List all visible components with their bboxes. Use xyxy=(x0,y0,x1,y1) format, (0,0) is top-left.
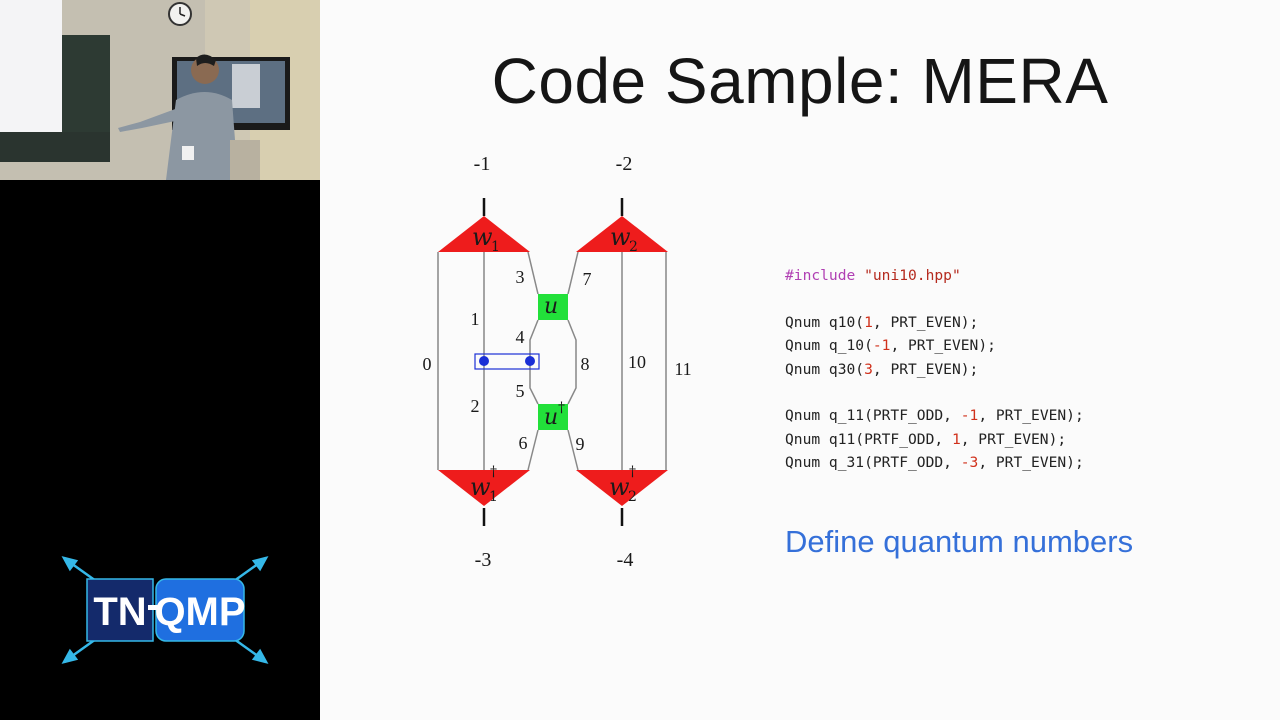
code-blank-line xyxy=(785,287,1084,310)
tensor-u-dagger xyxy=(538,404,568,430)
bond-label-2: 2 xyxy=(471,396,480,416)
bond-label-7: 7 xyxy=(583,269,592,289)
code-number: 1 xyxy=(951,430,961,448)
slide-title: Code Sample: MERA xyxy=(491,45,1109,117)
contraction-dot-right xyxy=(525,356,535,366)
bond-label-8: 8 xyxy=(581,354,590,374)
code-line-q10: Qnum q10(1, PRT_EVEN); xyxy=(785,311,1084,334)
bond-3 xyxy=(527,251,539,295)
tensor-w2-subscript: 2 xyxy=(629,239,638,255)
tensor-u-label: u xyxy=(544,294,558,319)
bond-8 xyxy=(567,319,577,405)
bond-label-11: 11 xyxy=(674,359,691,379)
code-directive: #include xyxy=(785,267,856,284)
bond-9 xyxy=(567,429,579,471)
contraction-dot-left xyxy=(479,356,489,366)
tensor-w2 xyxy=(576,216,668,252)
bond-6 xyxy=(527,429,539,471)
top-label-2: -2 xyxy=(616,153,633,175)
code-text: Qnum q_10( xyxy=(785,337,873,355)
logo-text-right: QMP xyxy=(154,590,245,634)
mera-tensor-diagram: -1 -2 -3 -4 xyxy=(423,153,692,571)
tensor-w1-dagger xyxy=(438,470,530,506)
code-text: Qnum q_11(PRTF_ODD, xyxy=(785,407,961,425)
tensor-w1-dagger-sup: † xyxy=(490,464,497,480)
code-text: , PRT_EVEN); xyxy=(978,454,1084,472)
logo-graphic: TN QMP xyxy=(61,556,269,664)
code-text: , PRT_EVEN); xyxy=(960,430,1067,448)
tensor-w2-dagger-subscript: 2 xyxy=(628,489,637,505)
bottom-label-2: -4 xyxy=(617,549,634,571)
code-text: , PRT_EVEN); xyxy=(872,360,979,378)
bond-label-3: 3 xyxy=(516,267,525,287)
presenter-video-frame xyxy=(0,0,320,180)
code-number: 1 xyxy=(864,313,873,331)
code-text: Qnum q11(PRTF_ODD, xyxy=(785,430,952,448)
tensor-u-dagger-sup: † xyxy=(558,400,565,416)
tensor-u-dagger-label: u xyxy=(544,405,558,430)
tensor-w2-dagger-label: w xyxy=(609,473,630,501)
code-line-q11: Qnum q11(PRTF_ODD, 1, PRT_EVEN); xyxy=(785,428,1084,451)
bond-label-6: 6 xyxy=(519,433,528,453)
code-number: -3 xyxy=(960,454,979,472)
tensor-w2-label: w xyxy=(610,223,631,251)
code-line-q_11: Qnum q_11(PRTF_ODD, -1, PRT_EVEN); xyxy=(785,404,1084,427)
code-text: , PRT_EVEN); xyxy=(872,313,979,331)
presenter-camera-feed xyxy=(0,0,320,180)
bond-label-1: 1 xyxy=(471,309,480,329)
code-number: 3 xyxy=(864,360,873,378)
bond-label-10: 10 xyxy=(628,352,646,372)
code-include-string: "uni10.hpp" xyxy=(864,267,961,284)
tensor-w1-label: w xyxy=(472,223,493,251)
bond-label-5: 5 xyxy=(516,381,525,401)
tensor-w1-subscript: 1 xyxy=(491,239,500,255)
contraction-box xyxy=(474,353,540,370)
code-blank-line xyxy=(785,381,1084,404)
code-sample: #include "uni10.hpp"Qnum q10(1, PRT_EVEN… xyxy=(785,264,1084,475)
code-text: , PRT_EVEN); xyxy=(978,407,1084,425)
tensor-w1-dagger-subscript: 1 xyxy=(489,489,498,505)
bottom-label-1: -3 xyxy=(475,549,492,571)
tensor-w2-dagger xyxy=(576,470,668,506)
code-text: , PRT_EVEN); xyxy=(890,337,996,355)
bond-label-9: 9 xyxy=(576,434,585,454)
code-number: -1 xyxy=(872,337,891,355)
code-number: -1 xyxy=(960,407,979,425)
code-line-include: #include "uni10.hpp" xyxy=(785,264,1084,287)
bond-7 xyxy=(567,251,579,295)
tensor-w1 xyxy=(438,216,530,252)
code-text: Qnum q_31(PRTF_ODD, xyxy=(785,454,961,472)
code-line-q30: Qnum q30(3, PRT_EVEN); xyxy=(785,358,1084,381)
code-line-q_10: Qnum q_10(-1, PRT_EVEN); xyxy=(785,334,1084,357)
tensor-w1-dagger-label: w xyxy=(470,473,491,501)
code-text: Qnum q30( xyxy=(785,360,865,378)
bond-label-4: 4 xyxy=(516,327,525,347)
code-line-q_31: Qnum q_31(PRTF_ODD, -3, PRT_EVEN); xyxy=(785,451,1084,474)
logo-text-left: TN xyxy=(93,590,146,634)
tensor-w2-dagger-sup: † xyxy=(629,464,636,480)
bond-label-0: 0 xyxy=(423,354,432,374)
slide-caption: Define quantum numbers xyxy=(785,524,1134,559)
code-text: Qnum q10( xyxy=(785,313,865,331)
presentation-slide: Code Sample: MERA -1 -2 -3 -4 xyxy=(320,0,1280,720)
tn-qmp-logo: TN QMP xyxy=(60,555,270,665)
top-label-1: -1 xyxy=(474,153,491,175)
tensor-u xyxy=(538,294,568,320)
